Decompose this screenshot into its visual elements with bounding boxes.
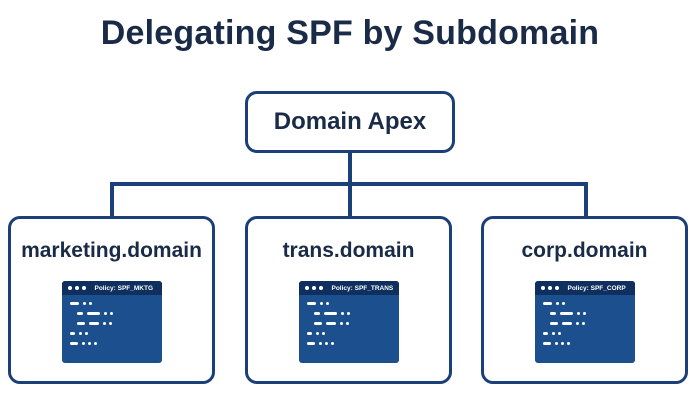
window-title-bar: Policy: SPF_MKTG [61,281,162,295]
code-line [299,312,399,315]
policy-label: Policy: SPF_CORP [567,284,626,292]
window-dots-icon [304,286,323,290]
code-line [535,332,635,335]
code-line [62,312,162,315]
code-line [62,342,162,345]
policy-label: Policy: SPF_MKTG [94,284,154,292]
code-line [299,342,399,345]
domain-apex-label: Domain Apex [273,108,427,135]
window-dots-icon [540,286,559,290]
code-line [62,332,162,335]
trans-domain-label: trans.domain [282,239,415,262]
code-line [62,302,162,305]
code-lines-icon [535,295,635,363]
code-line [62,322,162,325]
marketing-domain-label: marketing.domain [21,239,202,262]
marketing-domain-node: marketing.domain Policy: SPF_MKTG [8,216,215,384]
policy-label: Policy: SPF_TRANS [331,284,394,292]
code-line [299,322,399,325]
code-line [299,332,399,335]
code-line [535,342,635,345]
trans-domain-node: trans.domain Policy: SPF_TRANS [245,216,452,384]
corp-domain-label: corp.domain [521,239,648,262]
policy-window: Policy: SPF_MKTG [61,281,162,363]
code-line [535,322,635,325]
corp-domain-node: corp.domain Policy: SPF_CORP [481,216,688,384]
window-title-bar: Policy: SPF_CORP [534,281,635,295]
code-lines-icon [62,295,162,363]
policy-window: Policy: SPF_TRANS [298,281,399,363]
diagram-title: Delegating SPF by Subdomain [100,14,600,52]
window-title-bar: Policy: SPF_TRANS [298,281,399,295]
policy-window: Policy: SPF_CORP [534,281,635,363]
code-lines-icon [299,295,399,363]
code-line [535,302,635,305]
code-line [299,302,399,305]
window-dots-icon [67,286,86,290]
domain-apex-node: Domain Apex [245,91,455,153]
code-line [535,312,635,315]
